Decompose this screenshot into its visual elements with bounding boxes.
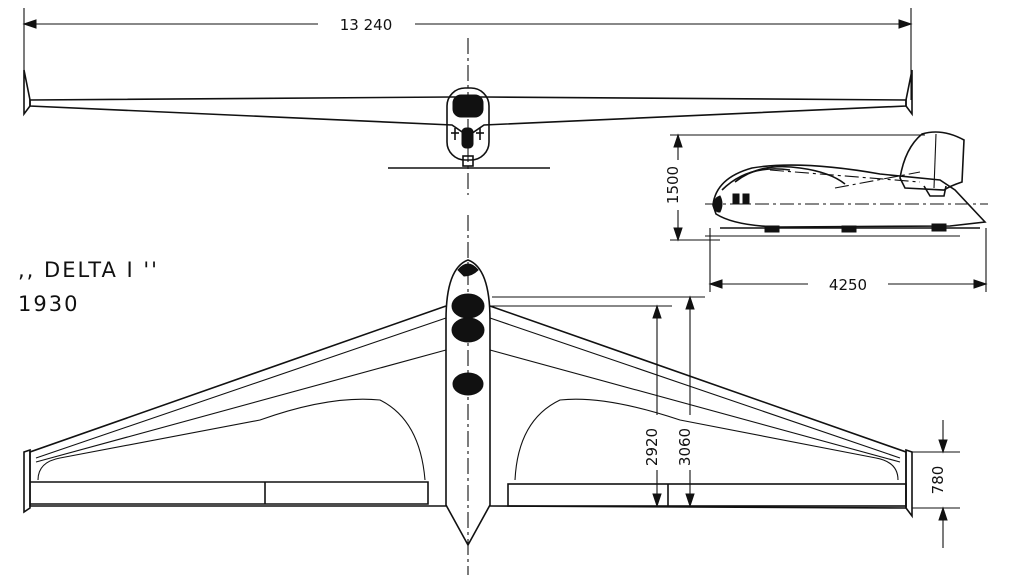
side-view: 1500 4250 xyxy=(664,131,988,294)
span-dimension: 13 240 xyxy=(22,8,913,100)
span-label: 13 240 xyxy=(340,16,393,34)
aircraft-year: 1930 xyxy=(18,292,80,316)
root-chord-outer-label: 3060 xyxy=(676,428,694,466)
tip-chord-label: 780 xyxy=(929,466,947,495)
aircraft-name: ,, DELTA I '' xyxy=(18,258,159,282)
root-chord-inner-label: 2920 xyxy=(643,428,661,466)
front-view xyxy=(23,38,913,195)
height-label: 1500 xyxy=(664,166,682,204)
length-label: 4250 xyxy=(829,276,867,294)
plan-view: 2920 3060 780 xyxy=(23,215,960,575)
